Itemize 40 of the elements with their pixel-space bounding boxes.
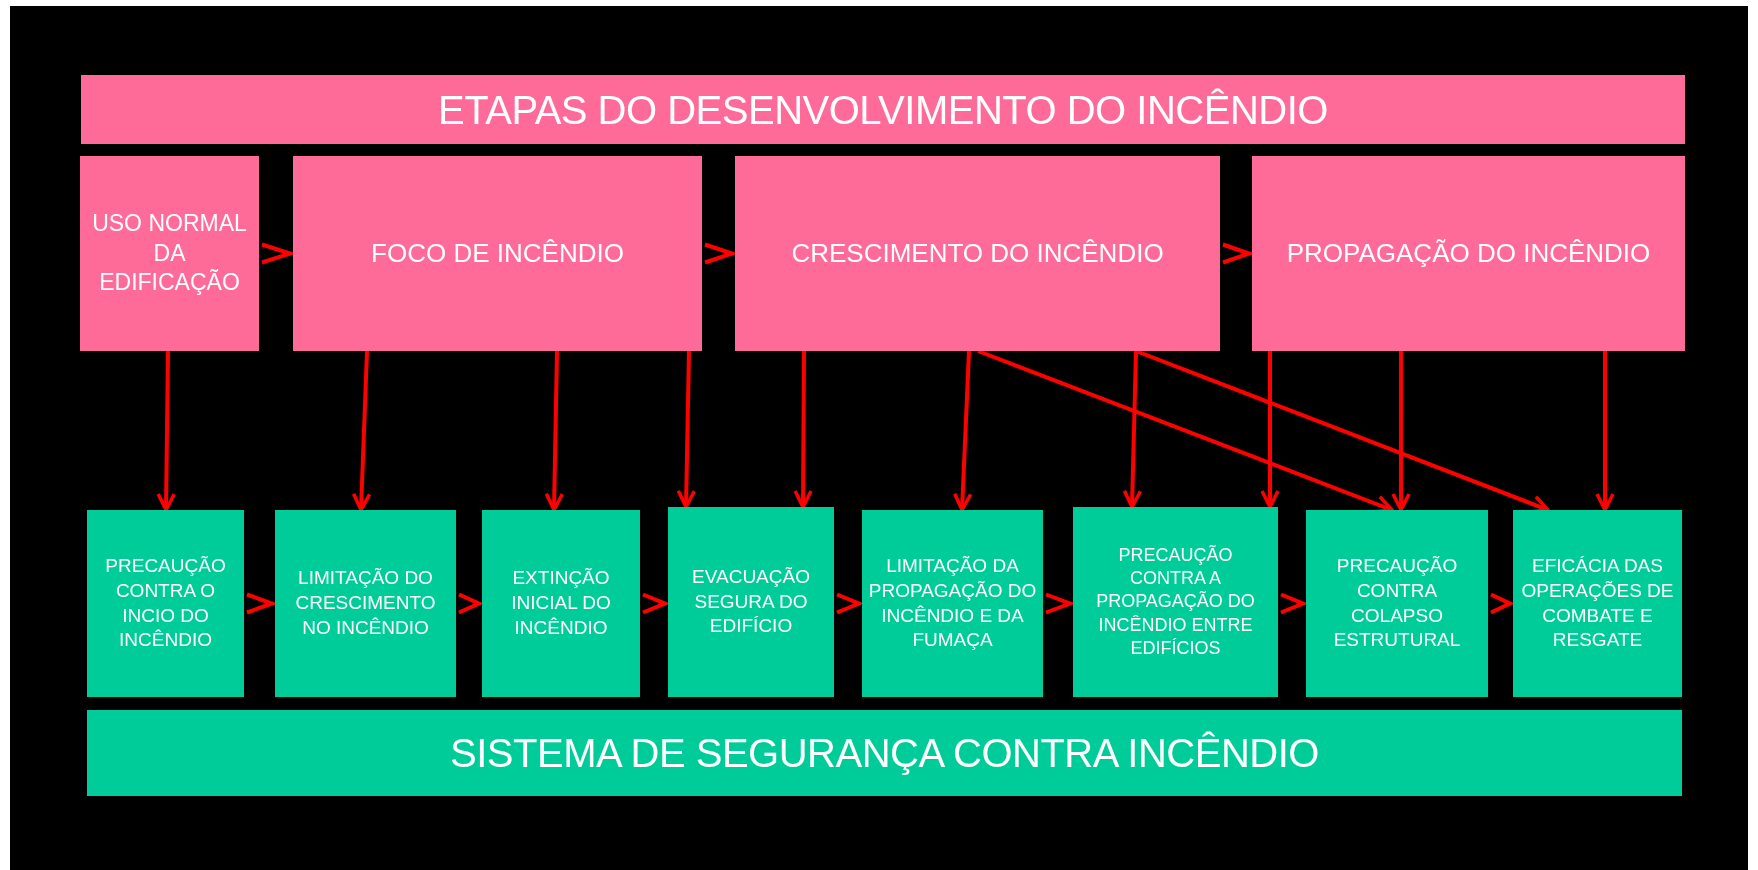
box-label: USO NORMAL DA EDIFICAÇÃO bbox=[91, 208, 248, 298]
box-label: EXTINÇÃO INICIAL DO INCÊNDIO bbox=[510, 566, 612, 640]
arrow bbox=[1260, 351, 1280, 509]
safety-box bbox=[482, 510, 640, 697]
chevron-arrow bbox=[1490, 592, 1515, 615]
box-label: EVACUAÇÃO SEGURA DO EDIFÍCIO bbox=[691, 564, 811, 639]
safety-box bbox=[1513, 510, 1682, 697]
safety-box bbox=[862, 510, 1043, 697]
safety-box bbox=[668, 507, 834, 697]
box-label: LIMITAÇÃO DO CRESCIMENTO NO INCÊNDIO bbox=[294, 566, 437, 640]
arrow bbox=[793, 351, 813, 509]
stage-box bbox=[81, 75, 1685, 144]
stage-box bbox=[735, 156, 1220, 351]
safety-box bbox=[275, 510, 456, 697]
safety-box bbox=[87, 510, 244, 697]
box-label: PRECAUÇÃO CONTRA A PROPAGAÇÃO DO INCÊNDIO ENTRE EDIFÍCIOS bbox=[1095, 543, 1256, 661]
stage-box bbox=[293, 156, 702, 351]
arrow bbox=[676, 350, 697, 509]
arrow bbox=[1391, 351, 1411, 512]
box-label: SISTEMA DE SEGURANÇA CONTRA INCÊNDIO bbox=[450, 730, 1319, 777]
box-label: PROPAGAÇÃO DO INCÊNDIO bbox=[1286, 236, 1651, 270]
box-label: PRECAUÇÃO CONTRA O INCIO DO INCÊNDIO bbox=[104, 554, 227, 653]
box-label: CRESCIMENTO DO INCÊNDIO bbox=[791, 236, 1164, 270]
stage-box bbox=[80, 156, 259, 351]
box-label: PRECAUÇÃO CONTRA COLAPSO ESTRUTURAL bbox=[1332, 554, 1462, 653]
safety-box bbox=[87, 710, 1682, 796]
stage-box bbox=[1252, 156, 1685, 351]
arrow bbox=[156, 350, 176, 512]
box-label: LIMITAÇÃO DA PROPAGAÇÃO DO INCÊNDIO E DA FUMAÇA bbox=[868, 554, 1037, 653]
chevron-arrow bbox=[458, 592, 484, 615]
box-label: FOCO DE INCÊNDIO bbox=[371, 236, 624, 270]
arrow bbox=[952, 350, 973, 512]
safety-box bbox=[1073, 507, 1278, 697]
safety-box bbox=[1306, 510, 1488, 697]
arrow bbox=[544, 350, 565, 512]
arrow bbox=[1122, 350, 1143, 509]
box-label: EFICÁCIA DAS OPERAÇÕES DE COMBATE E RESGATE bbox=[1520, 554, 1675, 653]
arrow bbox=[351, 350, 372, 512]
arrow bbox=[1595, 351, 1615, 512]
box-label: ETAPAS DO DESENVOLVIMENTO DO INCÊNDIO bbox=[438, 86, 1328, 134]
